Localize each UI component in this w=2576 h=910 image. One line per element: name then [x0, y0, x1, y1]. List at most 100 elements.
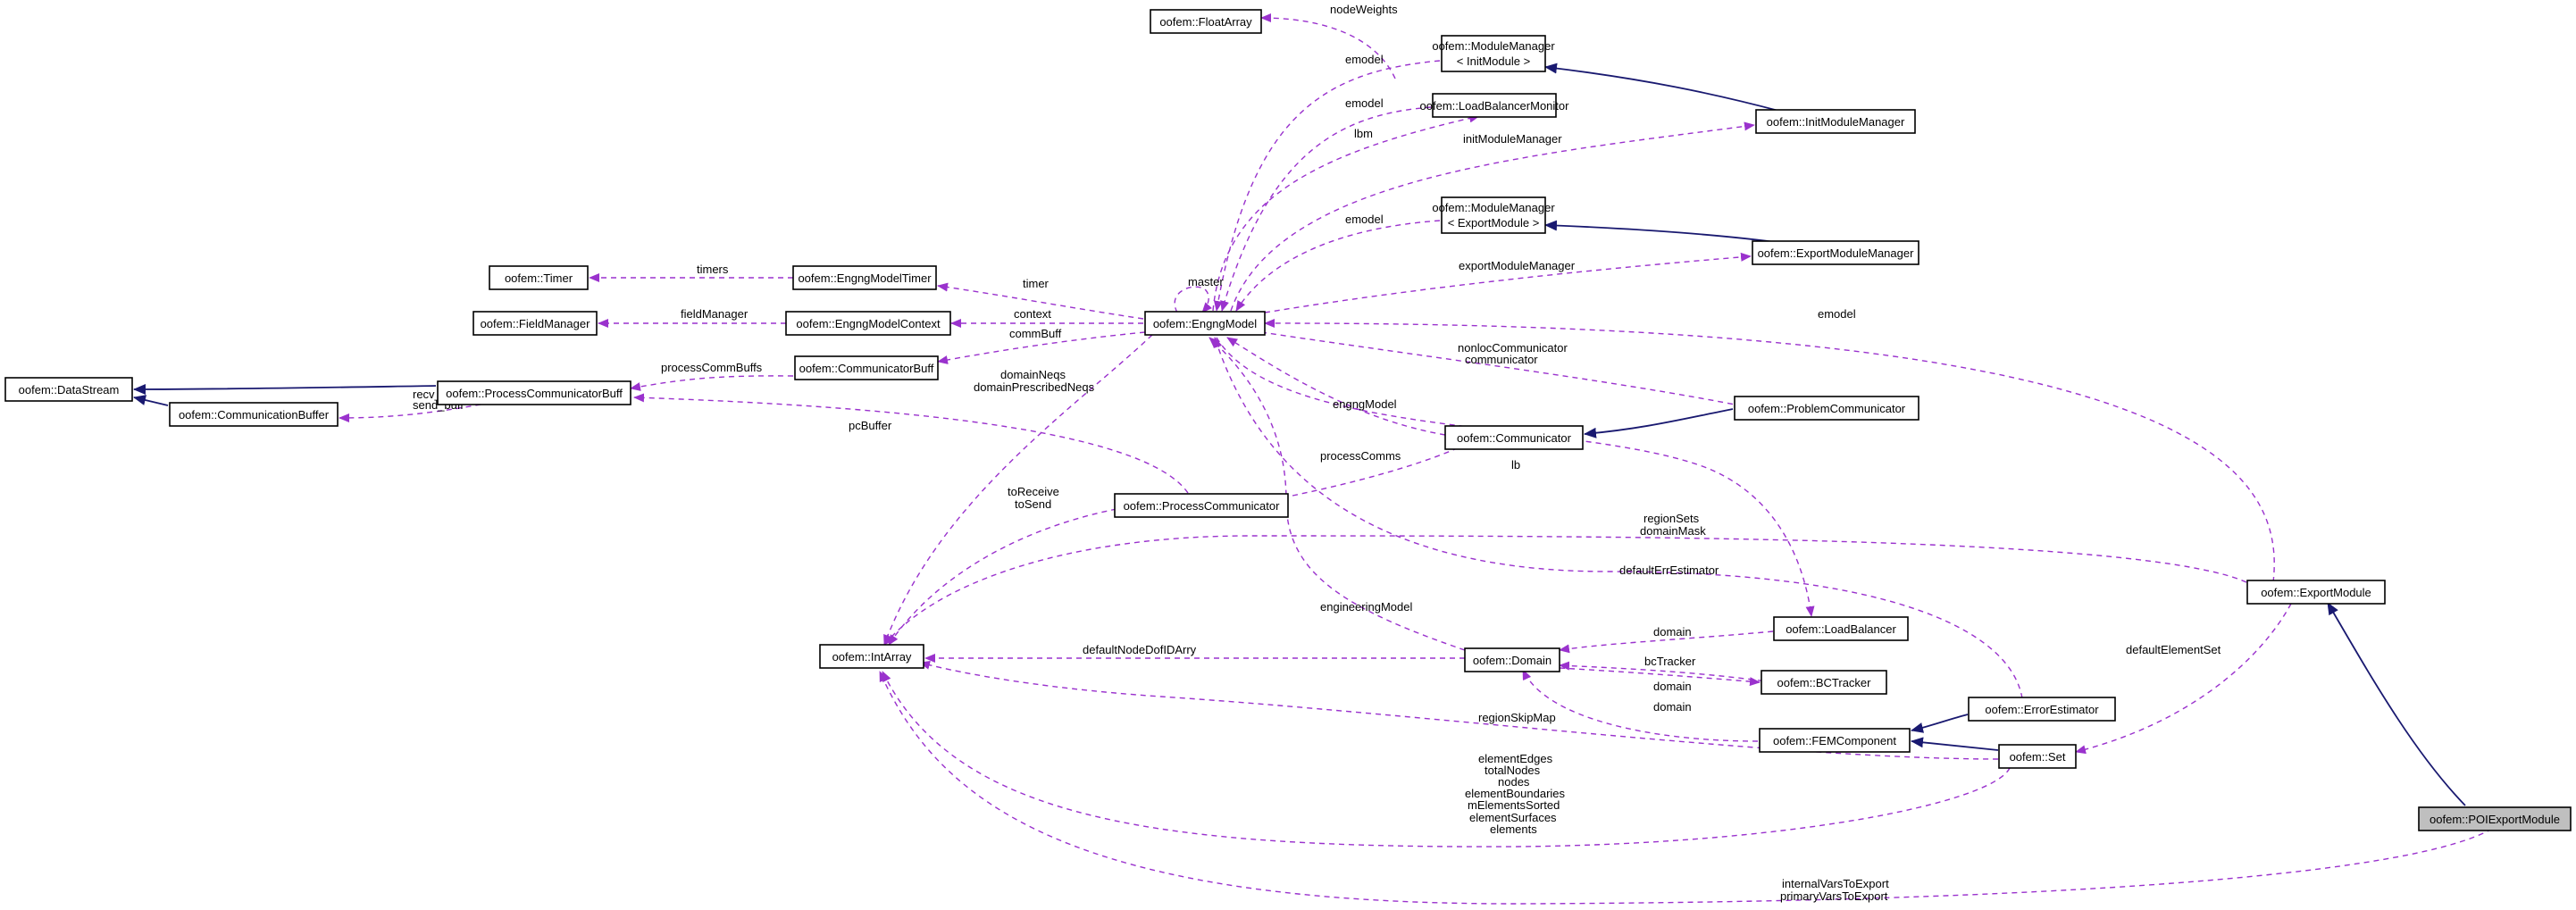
node-communicator[interactable]: oofem::Communicator	[1444, 425, 1584, 450]
node-datastream[interactable]: oofem::DataStream	[4, 377, 133, 402]
node-intarray[interactable]: oofem::IntArray	[819, 644, 924, 669]
label-processcommbuffs: processCommBuffs	[661, 361, 763, 374]
node-problemcommunicator-label: oofem::ProblemCommunicator	[1748, 402, 1906, 415]
label-internalvarstoexport: internalVarsToExport	[1782, 877, 1889, 890]
node-intarray-label: oofem::IntArray	[832, 650, 912, 664]
node-processcommunicatorbuff[interactable]: oofem::ProcessCommunicatorBuff	[437, 380, 631, 405]
node-errorestimator-label: oofem::ErrorEstimator	[1985, 703, 2099, 716]
label-emodel-lbm: emodel	[1345, 96, 1384, 110]
label-emodel-export: emodel	[1818, 307, 1856, 321]
label-nodeweights: nodeWeights	[1330, 3, 1398, 16]
nodes: oofem::FloatArray oofem::ModuleManager <…	[4, 9, 2572, 831]
node-timer-label: oofem::Timer	[505, 271, 573, 285]
node-processcommunicatorbuff-label: oofem::ProcessCommunicatorBuff	[446, 387, 623, 400]
edge-initmodulemanager-to-modulemanager	[1544, 63, 1783, 113]
node-engngmodel[interactable]: oofem::EngngModel	[1144, 311, 1266, 336]
edge-errorestimator-to-femcomponent	[1911, 714, 1969, 733]
node-femcomponent[interactable]: oofem::FEMComponent	[1759, 728, 1911, 753]
node-errorestimator[interactable]: oofem::ErrorEstimator	[1968, 697, 2116, 722]
label-toreceive: toReceive	[1008, 485, 1059, 498]
node-loadbalancer[interactable]: oofem::LoadBalancer	[1773, 616, 1909, 641]
label-elementedges: elementEdges	[1478, 752, 1553, 765]
edge-element-sets	[882, 671, 2011, 847]
edge-master	[1174, 286, 1213, 313]
label-elementboundaries: elementBoundaries	[1465, 787, 1566, 800]
node-floatarray[interactable]: oofem::FloatArray	[1150, 9, 1262, 34]
edge-engngmodel	[1226, 337, 1446, 436]
node-communicatorbuff[interactable]: oofem::CommunicatorBuff	[794, 355, 939, 380]
node-domain-label: oofem::Domain	[1473, 654, 1551, 667]
edge-domain-femcomponent	[1522, 669, 1759, 742]
node-engngmodelcontext-label: oofem::EngngModelContext	[796, 317, 941, 330]
edge-emodel-exportmodule	[1264, 318, 2275, 583]
label-exportmodulemanager: exportModuleManager	[1459, 259, 1576, 272]
node-communicationbuffer[interactable]: oofem::CommunicationBuffer	[169, 402, 339, 427]
node-exportmodulemanager-label: oofem::ExportModuleManager	[1758, 246, 1915, 260]
edge-defaultelementset	[2075, 603, 2292, 755]
node-modulemanager-initmodule-label-1: oofem::ModuleManager	[1432, 39, 1555, 53]
label-engngmodel: engngModel	[1333, 397, 1397, 411]
edge-engineeringmodel	[1209, 337, 1466, 651]
node-engngmodeltimer[interactable]: oofem::EngngModelTimer	[792, 265, 937, 290]
label-regionsets: regionSets	[1643, 512, 1700, 525]
edge-emodel-loadbalancermonitor	[1220, 106, 1432, 312]
node-modulemanager-exportmodule[interactable]: oofem::ModuleManager < ExportModule >	[1432, 196, 1555, 234]
label-nodes: nodes	[1498, 775, 1530, 789]
label-domain-bct: domain	[1653, 680, 1692, 693]
node-bctracker[interactable]: oofem::BCTracker	[1761, 670, 1887, 695]
label-communicator: communicator	[1465, 353, 1538, 366]
node-problemcommunicator[interactable]: oofem::ProblemCommunicator	[1734, 396, 1919, 421]
node-poiexportmodule[interactable]: oofem::POIExportModule	[2418, 806, 2572, 831]
label-elementsurfaces: elementSurfaces	[1469, 811, 1557, 824]
node-loadbalancermonitor[interactable]: oofem::LoadBalancerMonitor	[1420, 93, 1570, 118]
label-domainmask: domainMask	[1640, 524, 1706, 538]
edge-processcommunicatorbuff-to-datastream	[133, 383, 437, 395]
node-set[interactable]: oofem::Set	[1998, 744, 2077, 769]
label-processcomms: processComms	[1320, 449, 1401, 463]
node-floatarray-label: oofem::FloatArray	[1159, 15, 1252, 29]
label-lbm: lbm	[1354, 127, 1373, 140]
label-timers: timers	[697, 263, 729, 276]
node-domain[interactable]: oofem::Domain	[1464, 647, 1560, 672]
node-poiexportmodule-label: oofem::POIExportModule	[2430, 813, 2560, 826]
node-engngmodeltimer-label: oofem::EngngModelTimer	[798, 271, 932, 285]
label-emodel-mm-export: emodel	[1345, 213, 1384, 226]
edge-processcommbuffs	[630, 375, 794, 391]
label-defaultelementset: defaultElementSet	[2126, 643, 2221, 656]
label-melementssorted: mElementsSorted	[1468, 798, 1560, 812]
edge-poiexportmodule-to-exportmodule	[2327, 602, 2466, 806]
node-datastream-label: oofem::DataStream	[19, 383, 120, 397]
node-processcommunicator[interactable]: oofem::ProcessCommunicator	[1114, 493, 1289, 518]
label-lb: lb	[1511, 458, 1520, 472]
edge-exportmodulemanager	[1264, 252, 1752, 313]
label-fieldmanager: fieldManager	[681, 307, 749, 321]
node-initmodulemanager-label: oofem::InitModuleManager	[1767, 115, 1905, 129]
edge-lbm	[1212, 113, 1480, 312]
node-modulemanager-initmodule[interactable]: oofem::ModuleManager < InitModule >	[1432, 35, 1555, 72]
node-exportmodulemanager[interactable]: oofem::ExportModuleManager	[1752, 240, 1919, 265]
edge-export-vars	[879, 671, 2493, 905]
node-initmodulemanager[interactable]: oofem::InitModuleManager	[1755, 109, 1916, 134]
label-pcbuffer: pcBuffer	[849, 419, 892, 432]
label-domainprescribedneqs: domainPrescribedNeqs	[974, 380, 1095, 394]
node-fieldmanager-label: oofem::FieldManager	[481, 317, 591, 330]
node-engngmodelcontext[interactable]: oofem::EngngModelContext	[785, 311, 951, 336]
label-emodel-mm-init: emodel	[1345, 53, 1384, 66]
node-exportmodule[interactable]: oofem::ExportModule	[2246, 580, 2386, 605]
label-primaryvarstoexport: primaryVarsToExport	[1780, 889, 1888, 903]
node-loadbalancermonitor-label: oofem::LoadBalancerMonitor	[1420, 99, 1570, 113]
node-fieldmanager[interactable]: oofem::FieldManager	[473, 311, 598, 336]
node-timer[interactable]: oofem::Timer	[489, 265, 589, 290]
edge-set-to-femcomponent	[1911, 737, 1999, 751]
usage-edges	[339, 13, 2493, 905]
edge-pcbuffer	[633, 393, 1189, 494]
edge-emodel-modulemanager-init	[1213, 60, 1441, 312]
label-initmodulemanager: initModuleManager	[1463, 132, 1562, 146]
label-defaultnodedofidarry: defaultNodeDofIDArry	[1083, 643, 1197, 656]
node-bctracker-label: oofem::BCTracker	[1777, 676, 1872, 689]
edge-commbuff	[937, 331, 1146, 364]
node-processcommunicator-label: oofem::ProcessCommunicator	[1124, 499, 1281, 513]
edge-toreceive-tosend	[888, 508, 1117, 646]
label-defaulterrestimator: defaultErrEstimator	[1619, 564, 1719, 577]
